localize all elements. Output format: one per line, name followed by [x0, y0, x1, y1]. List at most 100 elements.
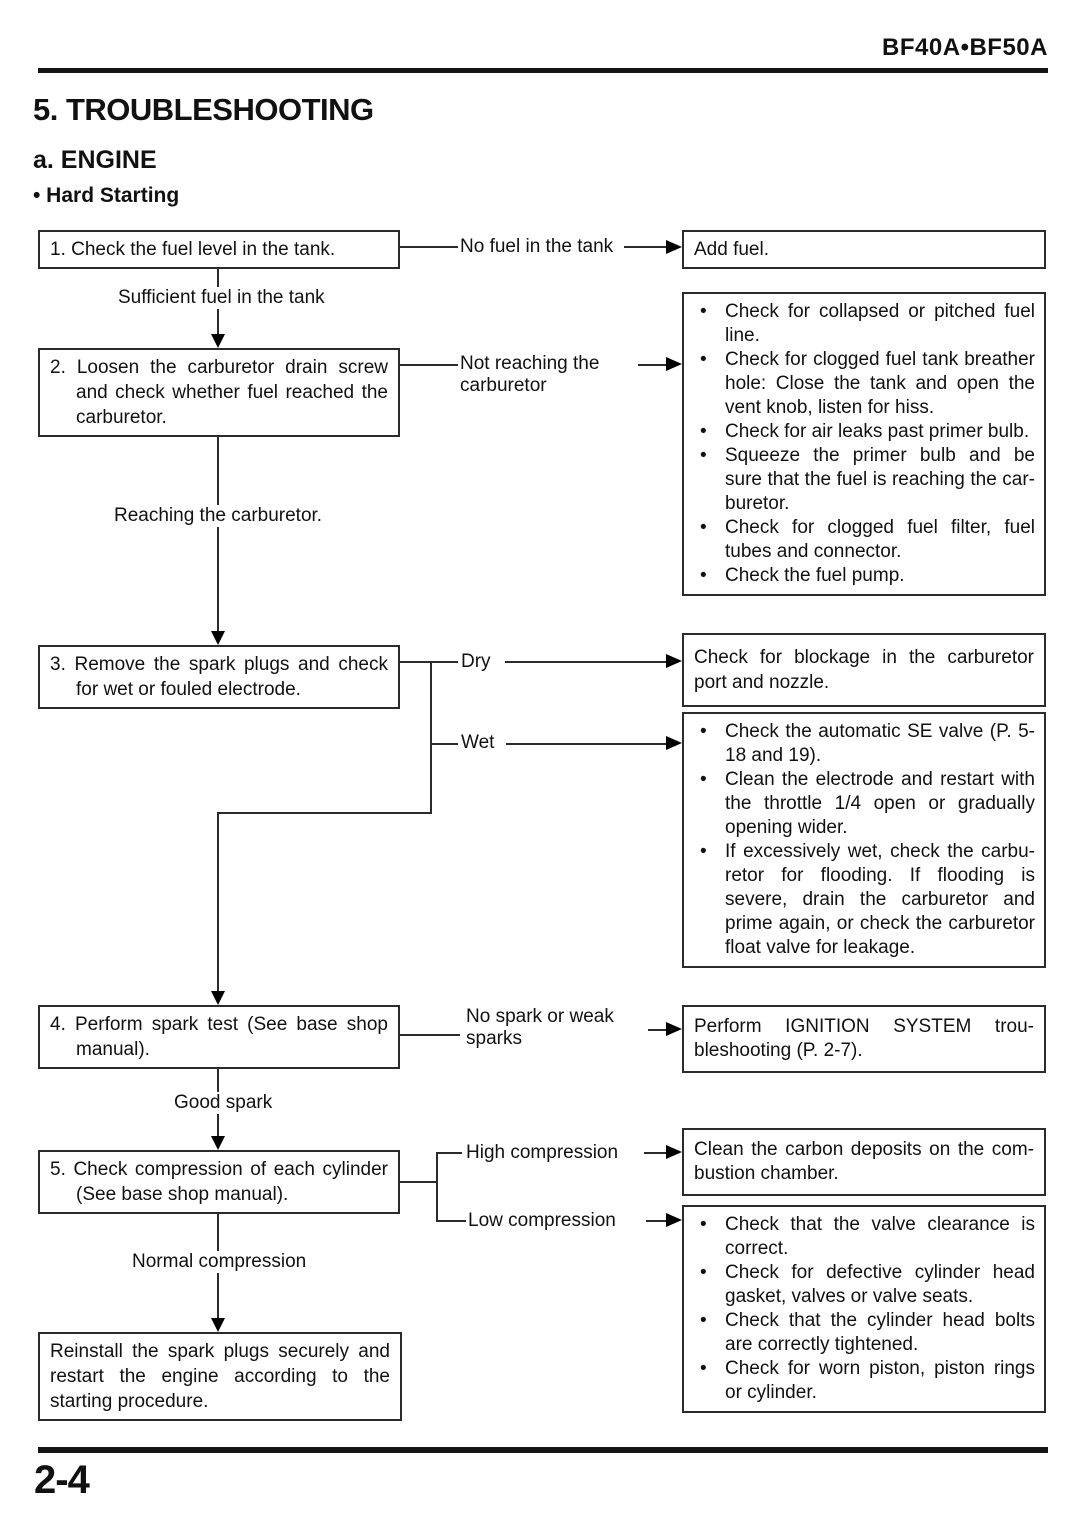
ignition-action-text: Perform IGNITION SYSTEM trou-bleshooting… [694, 1016, 1034, 1061]
connector-line [398, 1034, 460, 1036]
connector-line [506, 743, 666, 745]
bullet-icon: • [700, 1214, 707, 1235]
fuel-supply-actions-box: • Check for collapsed or pitched fuel lin… [682, 292, 1046, 596]
arrow-right-icon [666, 1213, 682, 1227]
carbon-action-text: Clean the carbon deposits on the com-bus… [694, 1139, 1034, 1184]
final-step-box: Reinstall the spark plugs securely and r… [38, 1332, 402, 1421]
bullet-item: • Check the fuel pump. [693, 564, 1035, 588]
step5-box: 5. Check compression of each cylinder (S… [38, 1150, 400, 1214]
final-step-text: Reinstall the spark plugs securely and r… [50, 1341, 390, 1412]
bullet-item: • Check for clogged fuel tank breather ho… [693, 348, 1035, 420]
bullet-text: Clean the electrode and restart with the… [725, 769, 1035, 838]
bullet-text: Check the automatic SE valve (P. 5-18 an… [725, 721, 1035, 766]
bullet-item: • Clean the electrode and restart with th… [693, 768, 1035, 840]
ignition-action-box: Perform IGNITION SYSTEM trou-bleshooting… [682, 1005, 1046, 1073]
arrow-down-icon [211, 991, 225, 1005]
branch-label-high-compression: High compression [466, 1142, 619, 1164]
bullet-icon: • [700, 349, 707, 370]
bullet-icon: • [700, 301, 707, 322]
branch-label-low-compression: Low compression [468, 1210, 616, 1232]
bullet-icon: • [700, 445, 707, 466]
bullet-text: Check for clogged fuel tank breather hol… [725, 349, 1035, 418]
bullet-text: Check for clogged fuel filter, fuel tube… [725, 517, 1035, 562]
step5-text: 5. Check compression of each cylinder (S… [50, 1159, 388, 1205]
add-fuel-text: Add fuel. [694, 239, 769, 260]
path-label-sufficient-fuel: Sufficient fuel in the tank [110, 287, 333, 309]
bullet-item: • Check for collapsed or pitched fuel lin… [693, 300, 1035, 348]
branch-label-no-spark: No spark or weak sparks [466, 1006, 648, 1050]
bullet-icon: • [700, 517, 707, 538]
bullet-text: Check for collapsed or pitched fuel line… [725, 301, 1035, 346]
bullet-item: • Squeeze the primer bulb and be sure tha… [693, 444, 1035, 516]
arrow-right-icon [666, 654, 682, 668]
connector-line [398, 246, 458, 248]
connector-line [624, 246, 666, 248]
bullet-text: Check that the valve clearance is correc… [725, 1214, 1035, 1259]
branch-label-dry: Dry [461, 651, 491, 673]
chapter-title: 5. TROUBLESHOOTING [33, 92, 374, 127]
step1-text: 1. Check the fuel level in the tank. [50, 239, 336, 260]
connector-line [217, 812, 219, 997]
bullet-text: Check for worn piston, piston rings or c… [725, 1358, 1035, 1403]
step3-box: 3. Remove the spark plugs and check for … [38, 645, 400, 709]
step3-text: 3. Remove the spark plugs and check for … [50, 654, 388, 700]
arrow-right-icon [666, 1022, 682, 1036]
arrow-down-icon [211, 1136, 225, 1150]
connector-line [620, 364, 666, 366]
bullet-item: • Check that the valve clearance is corre… [693, 1213, 1035, 1261]
step4-text: 4. Perform spark test (See base shop man… [50, 1014, 388, 1060]
dry-action-text: Check for blockage in the carburetor por… [694, 647, 1034, 693]
connector-line [398, 364, 458, 366]
branch-label-not-reaching: Not reaching the carburetor [460, 353, 638, 397]
step1-box: 1. Check the fuel level in the tank. [38, 230, 400, 269]
bullet-icon: • [700, 841, 707, 862]
bullet-item: •Check for defective cylinder head gaske… [693, 1261, 1035, 1309]
bullet-text: Check for defective cylinder head gasket… [725, 1262, 1035, 1307]
connector-line [217, 812, 432, 814]
bullet-icon: • [700, 565, 707, 586]
arrow-right-icon [666, 240, 682, 254]
bullet-item: • Check for worn piston, piston rings or … [693, 1357, 1035, 1405]
branch-label-wet: Wet [461, 732, 495, 754]
connector-line [642, 1029, 666, 1031]
connector-line [398, 1181, 438, 1183]
connector-line [505, 661, 666, 663]
connector-line [430, 743, 458, 745]
connector-line [217, 436, 219, 635]
bullet-item: •Check for air leaks past primer bulb. [693, 420, 1035, 444]
connector-line [436, 1152, 462, 1154]
model-code: BF40A•BF50A [882, 34, 1048, 61]
path-label-good-spark: Good spark [166, 1092, 281, 1114]
header-rule [38, 68, 1048, 73]
dry-action-box: Check for blockage in the carburetor por… [682, 633, 1046, 707]
bullet-item: • Check that the cylinder head bolts are … [693, 1309, 1035, 1357]
bullet-icon: • [700, 769, 707, 790]
footer-rule [38, 1447, 1048, 1453]
wet-actions-box: • Check the automatic SE valve (P. 5-18 a… [682, 712, 1046, 968]
bullet-item: • Check for clogged fuel filter, fuel tub… [693, 516, 1035, 564]
bullet-icon: • [700, 1310, 707, 1331]
bullet-text: Check that the cylinder head bolts are c… [725, 1310, 1035, 1355]
bullet-item: • Check the automatic SE valve (P. 5-18 a… [693, 720, 1035, 768]
add-fuel-box: Add fuel. [682, 230, 1046, 269]
arrow-down-icon [211, 631, 225, 645]
bullet-text: Squeeze the primer bulb and be sure that… [725, 445, 1035, 514]
connector-line [398, 661, 458, 663]
bullet-icon: • [700, 1358, 707, 1379]
connector-line [644, 1152, 666, 1154]
bullet-icon: • [700, 721, 707, 742]
carbon-action-box: Clean the carbon deposits on the com-bus… [682, 1128, 1046, 1196]
connector-line [436, 1220, 466, 1222]
bullet-item: • If excessively wet, check the carbu-ret… [693, 840, 1035, 960]
bullet-text: If excessively wet, check the carbu-reto… [725, 841, 1035, 958]
step4-box: 4. Perform spark test (See base shop man… [38, 1005, 400, 1069]
arrow-down-icon [211, 1318, 225, 1332]
step2-text: 2. Loosen the carburetor drain screw and… [50, 357, 388, 428]
bullet-text: Check the fuel pump. [725, 565, 905, 586]
connector-line [646, 1220, 666, 1222]
topic-title: • Hard Starting [33, 184, 180, 207]
arrow-right-icon [666, 1145, 682, 1159]
arrow-right-icon [666, 736, 682, 750]
arrow-down-icon [211, 334, 225, 348]
